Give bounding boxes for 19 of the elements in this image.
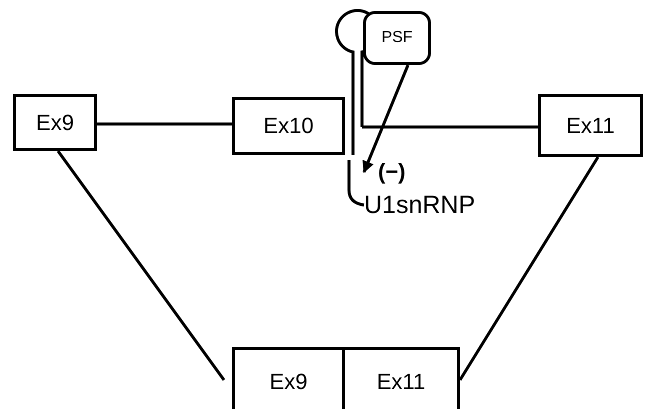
edge-label: (−) — [378, 160, 406, 184]
connector-line — [97, 122, 232, 126]
protein-label: PSF — [381, 29, 413, 47]
exon-label: Ex10 — [263, 113, 314, 139]
connector-line — [56, 150, 226, 381]
exon-label: Ex11 — [566, 112, 615, 138]
protein-box — [363, 11, 431, 65]
exon-box — [232, 97, 345, 155]
exon-box — [538, 94, 643, 157]
connector-line — [362, 126, 538, 128]
arrow — [362, 64, 410, 174]
exon-label: Ex9 — [270, 369, 308, 395]
exon-label: Ex9 — [36, 110, 74, 136]
exon-box — [342, 347, 460, 409]
exon-label: Ex11 — [376, 369, 426, 395]
exon-box — [232, 347, 345, 409]
exon-box — [13, 94, 97, 151]
connector-line — [458, 156, 600, 381]
complex-label: U1snRNP — [364, 190, 476, 220]
